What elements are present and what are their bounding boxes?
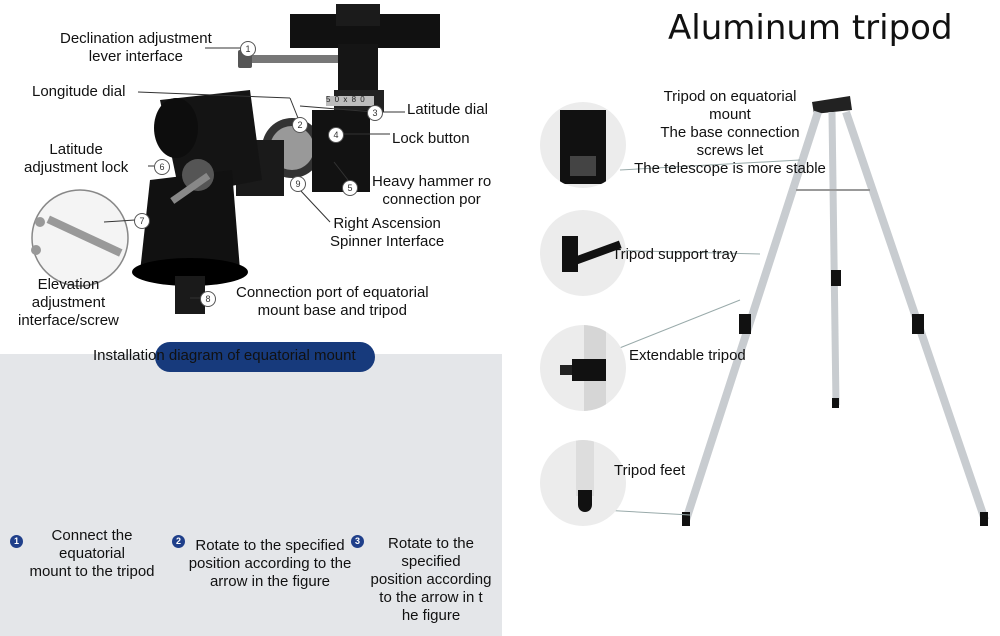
step-1-badge: 1 bbox=[10, 535, 23, 548]
marker-5: 5 bbox=[342, 180, 358, 196]
marker-8: 8 bbox=[200, 291, 216, 307]
label-elevation-line3: interface/screw bbox=[18, 312, 119, 329]
dial-inscription: 5 0 x 8 0 bbox=[326, 95, 366, 104]
step-3-badge: 3 bbox=[351, 535, 364, 548]
tripod-title: Aluminum tripod bbox=[668, 8, 953, 48]
label-lock-button: Lock button bbox=[392, 130, 470, 147]
ra-housing bbox=[312, 110, 370, 192]
latitude-lock-knob bbox=[182, 159, 214, 191]
step-2-text: Rotate to the specified position accordi… bbox=[172, 537, 368, 591]
label-elevation-line2: adjustment bbox=[31, 294, 106, 311]
step-3-line3: position according bbox=[370, 571, 492, 588]
step-1-line2: equatorial bbox=[59, 545, 125, 562]
step-1-line1: Connect the bbox=[51, 527, 133, 544]
latitude-dial-ring bbox=[326, 96, 374, 106]
label-connection-port-line1: Connection port of equatorial bbox=[236, 284, 429, 301]
label-right-ascension: Right Ascension Spinner Interface bbox=[330, 215, 444, 251]
step-1-text: Connect the equatorial mount to the trip… bbox=[16, 527, 168, 581]
marker-6: 6 bbox=[154, 159, 170, 175]
installation-header-pill bbox=[155, 342, 375, 372]
step-3-line1: Rotate to the bbox=[388, 535, 474, 552]
label-latitude-dial: Latitude dial bbox=[407, 101, 488, 118]
label-latitude-lock-line1: Latitude bbox=[49, 141, 103, 158]
label-tripod-head-line1: Tripod on equatorial bbox=[663, 88, 797, 105]
label-elevation-line1: Elevation bbox=[37, 276, 100, 293]
mount-base bbox=[140, 170, 240, 272]
step-2-line2: position according to the bbox=[188, 555, 352, 572]
label-right-ascension-line1: Right Ascension bbox=[333, 215, 441, 232]
marker-3: 3 bbox=[367, 105, 383, 121]
detail-support-tray-photo bbox=[540, 210, 626, 296]
label-support-tray: Tripod support tray bbox=[612, 246, 738, 263]
label-declination: Declination adjustment lever interface bbox=[60, 30, 212, 66]
label-elevation: Elevation adjustment interface/screw bbox=[18, 276, 119, 330]
label-heavy-hammer-line2: connection por bbox=[382, 191, 481, 208]
label-tripod-head-line2: mount bbox=[709, 106, 751, 123]
step-2-badge: 2 bbox=[172, 535, 185, 548]
label-heavy-hammer: Heavy hammer ro connection por bbox=[372, 173, 491, 209]
label-longitude-dial: Longitude dial bbox=[32, 83, 126, 100]
label-latitude-lock: Latitude adjustment lock bbox=[24, 141, 128, 177]
step-3-line5: he figure bbox=[401, 607, 461, 624]
installation-panel bbox=[0, 354, 502, 636]
label-latitude-lock-line2: adjustment lock bbox=[24, 159, 129, 176]
detail-extendable-photo bbox=[540, 325, 626, 411]
marker-1: 1 bbox=[240, 41, 256, 57]
label-heavy-hammer-line1: Heavy hammer ro bbox=[372, 173, 492, 190]
label-tripod-head-line4: screws let bbox=[696, 142, 764, 159]
label-right-ascension-line2: Spinner Interface bbox=[330, 233, 445, 250]
step-2-line1: Rotate to the specified bbox=[195, 537, 345, 554]
step-1-line3: mount to the tripod bbox=[29, 563, 155, 580]
step-2-line3: arrow in the figure bbox=[209, 573, 331, 590]
label-declination-line1: Declination adjustment bbox=[60, 30, 212, 47]
marker-2: 2 bbox=[292, 117, 308, 133]
step-3-line2: specified bbox=[401, 553, 461, 570]
label-tripod-head: Tripod on equatorial mount The base conn… bbox=[620, 88, 840, 178]
tripod-leg-middle bbox=[828, 111, 840, 406]
declination-lever bbox=[250, 55, 338, 63]
label-feet: Tripod feet bbox=[614, 462, 686, 479]
step-3-text: Rotate to the specified position accordi… bbox=[364, 535, 498, 625]
marker-9: 9 bbox=[290, 176, 306, 192]
label-tripod-head-line5: The telescope is more stable bbox=[634, 160, 826, 177]
detail-feet-photo bbox=[540, 440, 626, 526]
detail-tripod-head-photo bbox=[540, 102, 626, 188]
marker-4: 4 bbox=[328, 127, 344, 143]
label-declination-line2: lever interface bbox=[88, 48, 183, 65]
label-connection-port-line2: mount base and tripod bbox=[257, 302, 407, 319]
label-connection-port: Connection port of equatorial mount base… bbox=[236, 284, 429, 320]
installation-header: Installation diagram of equatorial mount bbox=[93, 347, 356, 364]
tripod-leg-left bbox=[682, 110, 822, 522]
label-extendable: Extendable tripod bbox=[629, 347, 746, 364]
tripod-head bbox=[812, 96, 852, 114]
step-3-line4: to the arrow in t bbox=[379, 589, 483, 606]
marker-7: 7 bbox=[134, 213, 150, 229]
label-tripod-head-line3: The base connection bbox=[660, 124, 800, 141]
